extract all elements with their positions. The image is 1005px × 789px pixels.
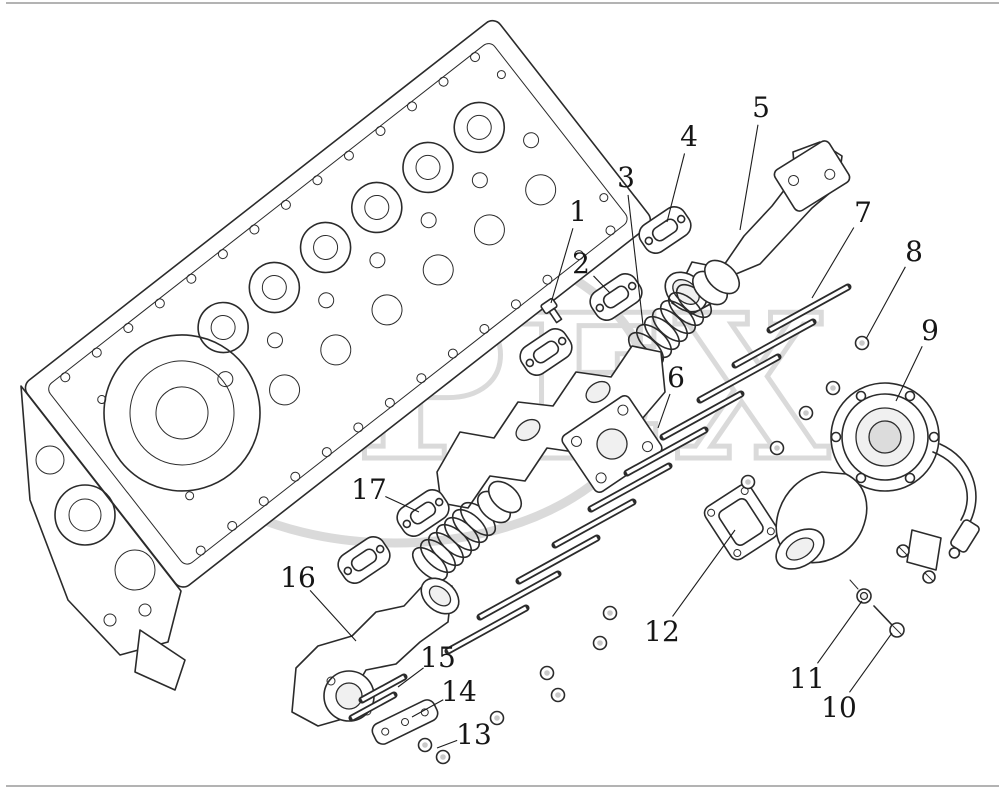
bellows-upper: [627, 259, 741, 367]
callout-label-2: 2: [572, 247, 590, 280]
callout-label-3: 3: [617, 161, 635, 194]
turbo-gasket-12: [703, 483, 779, 561]
callout-label-10: 10: [821, 691, 857, 724]
plug-13b: [435, 749, 451, 765]
front-cover: [20, 385, 186, 691]
studs: [348, 283, 852, 722]
bellows-lower: [411, 480, 523, 582]
callout-label-12: 12: [644, 615, 680, 648]
callout-leader-11: [817, 600, 863, 664]
manifold-lower-section: [291, 577, 460, 727]
hose: [932, 451, 969, 521]
callout-label-6: 6: [667, 361, 685, 394]
callout-label-1: 1: [569, 195, 587, 228]
cylinder-head: [24, 19, 652, 588]
callout-label-4: 4: [680, 120, 698, 153]
turbocharger: [775, 382, 980, 638]
bracket: [906, 529, 942, 571]
callout-label-17: 17: [351, 473, 387, 506]
callout-leader-12: [672, 529, 736, 617]
callout-leader-9: [895, 345, 923, 402]
callout-label-8: 8: [905, 235, 923, 268]
bolt-1: [540, 297, 563, 324]
callout-leader-8: [865, 266, 906, 340]
callout-label-13: 13: [456, 718, 492, 751]
callout-leader-3: [627, 194, 644, 326]
hose-fitting: [948, 519, 980, 559]
callout-leader-1: [550, 228, 574, 304]
callout-label-14: 14: [441, 675, 477, 708]
callout-label-9: 9: [921, 314, 939, 347]
callout-leader-5: [739, 124, 759, 231]
callout-leader-13: [436, 739, 458, 749]
callout-leader-7: [811, 227, 855, 299]
plug-13a: [417, 737, 433, 753]
callout-leader-6: [657, 393, 671, 429]
callout-label-7: 7: [854, 196, 872, 229]
callout-leader-16: [309, 589, 357, 642]
callout-label-11: 11: [789, 662, 825, 695]
callout-leader-17: [385, 496, 420, 513]
callout-leader-2: [593, 275, 611, 294]
callout-leader-4: [666, 153, 686, 223]
callout-leader-10: [849, 632, 893, 693]
callout-label-5: 5: [752, 91, 770, 124]
screw-10-shaft: [873, 605, 894, 627]
bracket-plate-14: [371, 699, 439, 745]
callout-label-15: 15: [420, 641, 456, 674]
callout-label-16: 16: [280, 561, 316, 594]
callout-leader-15: [397, 667, 424, 688]
callout-leader-14: [411, 699, 444, 718]
